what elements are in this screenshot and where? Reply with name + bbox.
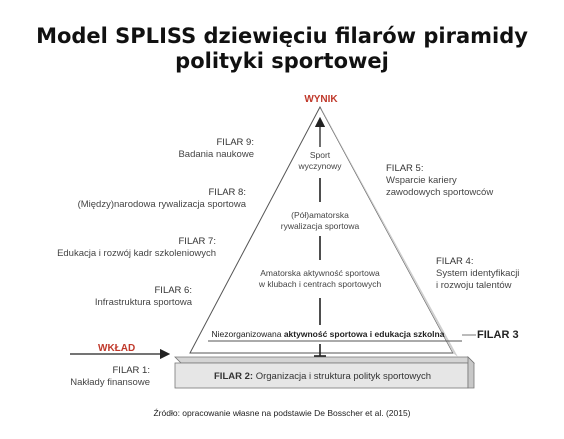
level-semi-amateur: (Pół)amatorska rywalizacja sportowa: [280, 210, 360, 231]
title-line-1: Model SPLISS dziewięciu filarów piramidy: [36, 24, 528, 48]
base-front-face: [174, 362, 469, 389]
pillar-4-desc-1: System identyfikacji: [436, 268, 520, 279]
level-unorganized-strip: Niezorganizowana aktywność sportowa i ed…: [211, 329, 445, 339]
pillar-4-name: FILAR 4:: [436, 256, 474, 267]
pillar-1-desc: Nakłady finansowe: [70, 377, 150, 388]
pillar-6-desc: Infrastruktura sportowa: [94, 297, 192, 308]
pillar-8-desc: (Między)narodowa rywalizacja sportowa: [77, 199, 246, 210]
pyramid-outline: [189, 105, 458, 357]
pillar-2-label: FILAR 2: Organizacja i struktura polityk…: [214, 371, 431, 382]
pillar-7-desc: Edukacja i rozwój kadr szkoleniowych: [57, 248, 216, 259]
pillar-1: FILAR 1: Nakłady finansowe: [70, 365, 150, 389]
title-line-2: polityki sportowej: [175, 49, 389, 73]
pillar-5-name: FILAR 5:: [386, 163, 424, 174]
pillar-7: FILAR 7: Edukacja i rozwój kadr szkoleni…: [57, 236, 216, 260]
base-side-face: [467, 356, 475, 389]
pillar-9-name: FILAR 9:: [216, 137, 255, 148]
pillar-5-desc-2: zawodowych sportowców: [386, 187, 494, 198]
pillar-5: FILAR 5: Wsparcie kariery zawodowych spo…: [386, 163, 493, 199]
pillar-3-label: FILAR 3: [477, 329, 519, 341]
pillar-6: FILAR 6: Infrastruktura sportowa: [95, 285, 192, 309]
level-elite-sport: Sport wyczynowy: [298, 150, 342, 171]
pyramid-base: [174, 356, 475, 389]
pillar-1-name: FILAR 1:: [112, 365, 151, 376]
pillar-7-name: FILAR 7:: [178, 236, 217, 247]
page-title: Model SPLISS dziewięciu filarów piramidy…: [0, 24, 564, 74]
base-top-face: [174, 356, 475, 364]
input-label: WKŁAD: [98, 343, 136, 354]
pyramid-shadow-edge: [320, 107, 458, 357]
level-amateur-clubs: Amatorska aktywność sportowa w klubach i…: [258, 268, 382, 289]
pillar-4-desc-2: i rozwoju talentów: [436, 280, 512, 291]
source-note: Źródło: opracowanie własne na podstawie …: [153, 408, 411, 418]
pillar-9: FILAR 9: Badania naukowe: [178, 137, 254, 161]
pillar-4: FILAR 4: System identyfikacji i rozwoju …: [436, 256, 519, 292]
pillar-6-name: FILAR 6:: [154, 285, 193, 296]
pillar-5-desc-1: Wsparcie kariery: [386, 175, 457, 186]
pillar-9-desc: Badania naukowe: [178, 149, 254, 160]
output-label: WYNIK: [304, 94, 338, 105]
pillar-8: FILAR 8: (Między)narodowa rywalizacja sp…: [78, 187, 246, 211]
pillar-8-name: FILAR 8:: [208, 187, 247, 198]
